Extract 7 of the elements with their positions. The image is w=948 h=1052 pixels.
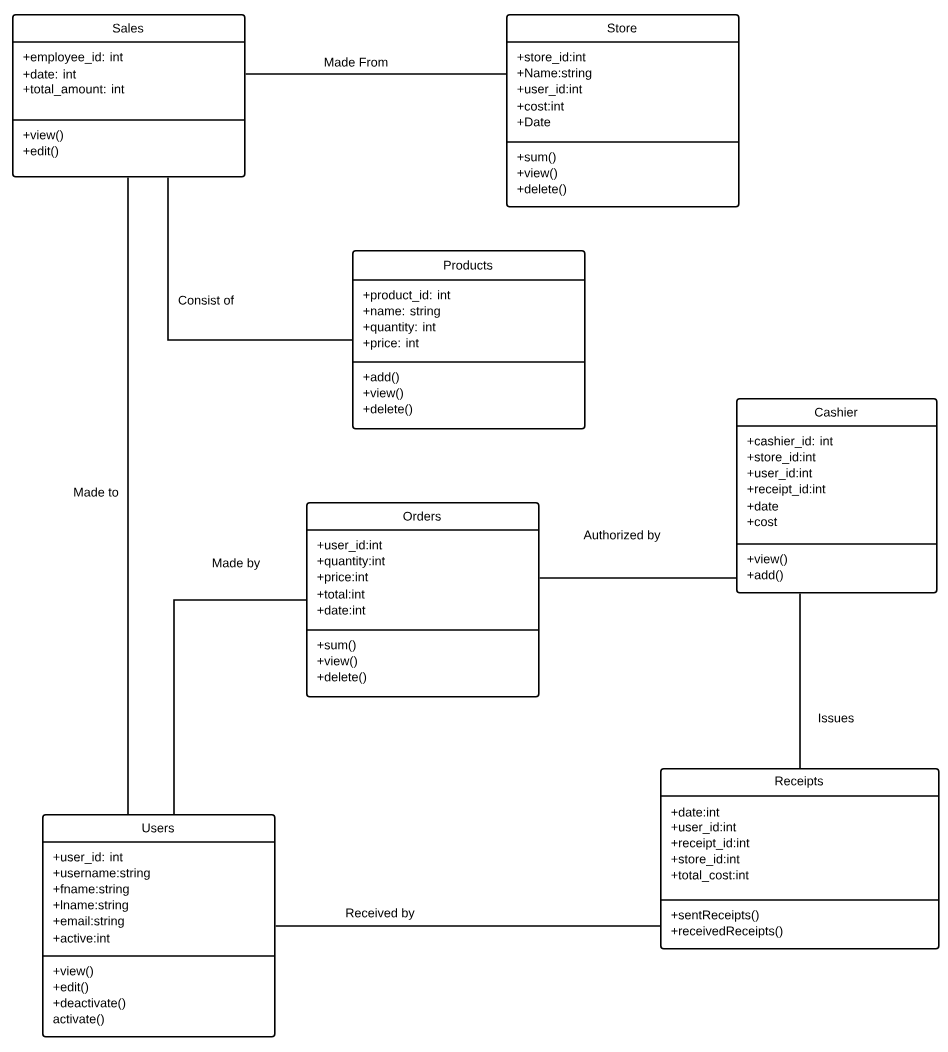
connector-line — [167, 176, 353, 341]
connector-line — [538, 577, 737, 579]
connector-line — [127, 176, 129, 815]
connector-line — [244, 73, 507, 75]
connector-line — [173, 599, 307, 815]
connector-line — [274, 925, 661, 927]
connector-line — [799, 592, 801, 769]
